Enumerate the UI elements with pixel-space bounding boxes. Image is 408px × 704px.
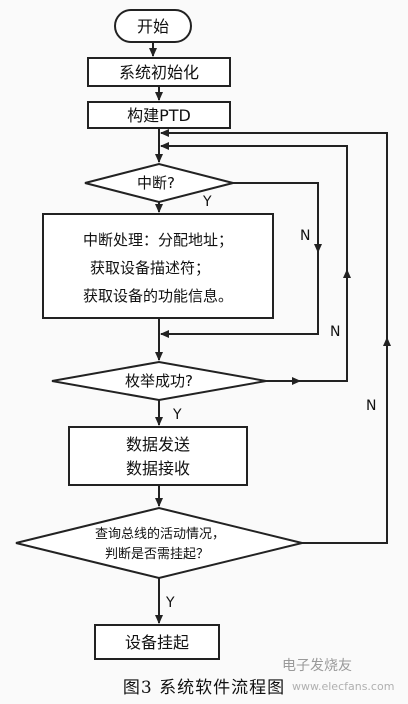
- label-n-bus: N: [366, 398, 376, 414]
- bus-decision: [15, 506, 303, 580]
- data-line-1: 数据发送: [126, 435, 190, 454]
- figure-caption: 图3 系统软件流程图: [122, 678, 286, 698]
- irq-process-box: [42, 213, 274, 319]
- bus-line-2: 判断是否需挂起？: [105, 547, 209, 562]
- build-ptd-label: 构建PTD: [127, 106, 191, 125]
- init-label: 系统初始化: [119, 63, 199, 82]
- data-box: [68, 426, 248, 486]
- irq-line-2: 获取设备描述符；: [90, 259, 210, 277]
- enum-label: 枚举成功?: [125, 372, 193, 390]
- init-box: [87, 57, 231, 87]
- label-n-interrupt: N: [300, 228, 310, 244]
- label-n-enum: N: [330, 324, 340, 340]
- start-label: 开始: [137, 17, 169, 36]
- label-y-enum: Y: [172, 407, 182, 423]
- suspend-label: 设备挂起: [125, 633, 189, 652]
- bus-line-1: 查询总线的活动情况，: [95, 526, 225, 542]
- suspend-box: [94, 624, 220, 660]
- irq-line-3: 获取设备的功能信息。: [83, 287, 233, 305]
- loop-enum-no: [160, 142, 348, 382]
- loop-interrupt-no: [160, 182, 319, 338]
- watermark: 电子发烧友: [282, 658, 352, 674]
- irq-line-1: 中断处理：分配地址；: [83, 231, 233, 249]
- data-line-2: 数据接收: [126, 459, 190, 478]
- label-y-interrupt: Y: [202, 194, 212, 210]
- label-y-bus: Y: [165, 595, 175, 611]
- interrupt-label: 中断?: [137, 174, 175, 192]
- build-ptd-box: [87, 101, 231, 129]
- watermark-url: www.elecfans.com: [292, 680, 395, 693]
